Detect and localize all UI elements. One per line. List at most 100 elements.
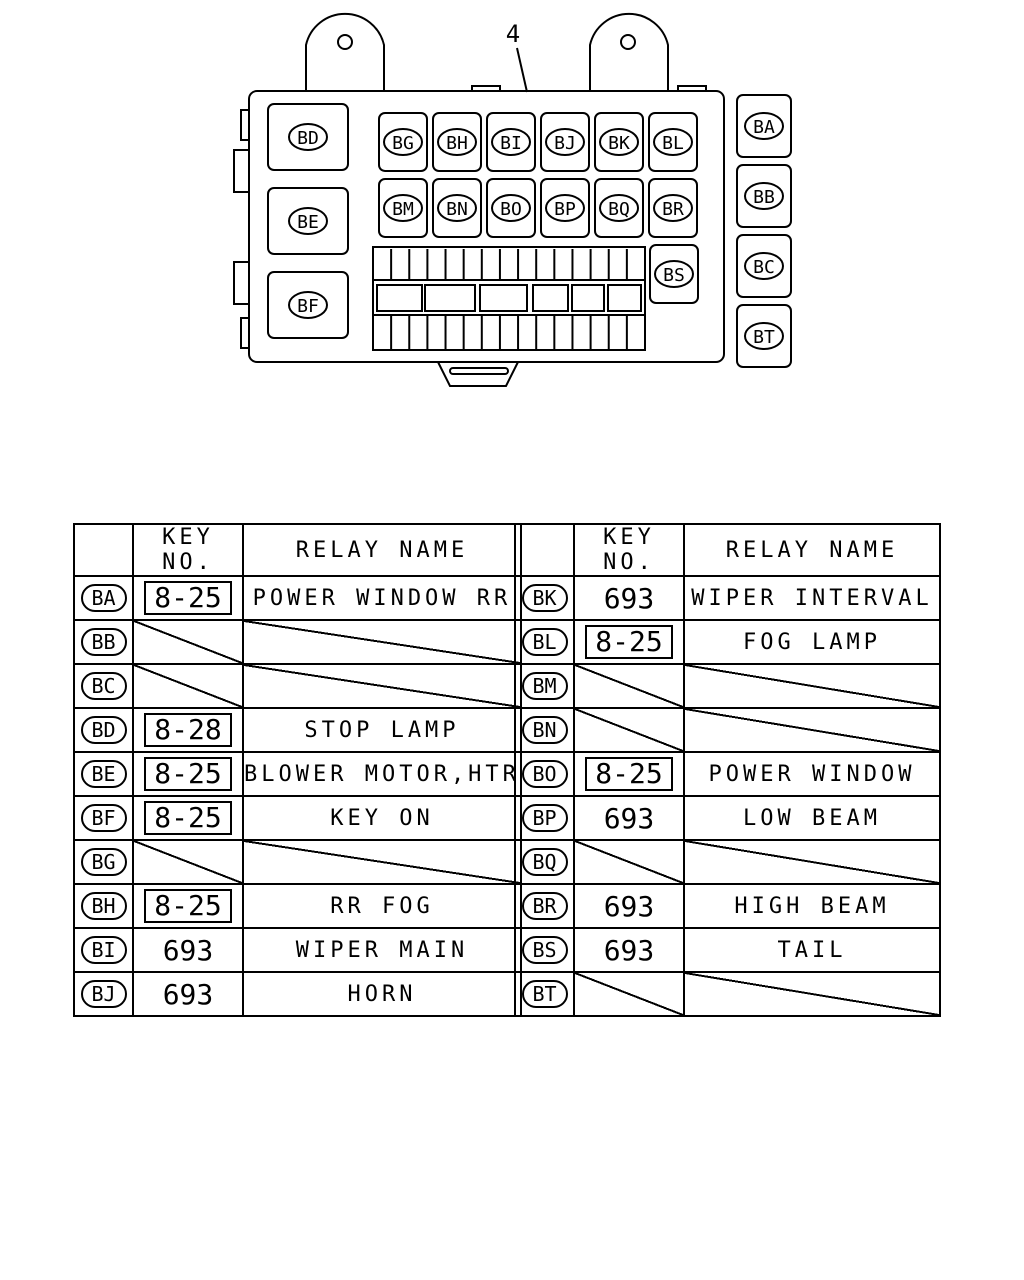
relay-bo: BO [486, 178, 536, 238]
key-no-cell: 8-25 [132, 883, 244, 929]
relay-id-cell: BH [73, 883, 134, 929]
relay-name-cell: KEY ON [242, 795, 522, 841]
relay-be: BE [267, 187, 349, 255]
relay-id-cell: BQ [514, 839, 575, 885]
table-row: BF 8-25 KEY ON [73, 795, 522, 841]
key-no-cell: 693 [573, 575, 685, 621]
relay-id-tag: BP [521, 804, 568, 832]
relay-name-cell: STOP LAMP [242, 707, 522, 753]
relay-id-tag: BT [521, 980, 568, 1008]
relay-label: BR [662, 199, 684, 220]
relay-bn: BN [432, 178, 482, 238]
relay-name-cell: FOG LAMP [683, 619, 941, 665]
key-no-cell: 693 [132, 927, 244, 973]
relay-id-cell: BJ [73, 971, 134, 1017]
relay-id-tag: BO [521, 760, 568, 788]
relay-name-cell: WIPER INTERVAL [683, 575, 941, 621]
relay-name-value: POWER WINDOW RR [252, 585, 512, 611]
relay-id-tag: BM [521, 672, 568, 700]
relay-name-value: KEY ON [330, 805, 434, 831]
relay-id-tag: BD [80, 716, 127, 744]
relay-ba: BA [736, 94, 792, 158]
relay-bi: BI [486, 112, 536, 172]
key-no-value: 693 [603, 889, 655, 923]
relay-id-cell: BO [514, 751, 575, 797]
key-no-cell [132, 619, 244, 665]
header-key-no: KEY NO. [132, 523, 244, 577]
relay-label: BQ [608, 199, 630, 220]
key-no-cell [573, 839, 685, 885]
relay-label: BJ [554, 133, 576, 154]
table-row: BG [73, 839, 522, 885]
relay-name-value: RR FOG [330, 893, 434, 919]
relay-name-cell [242, 619, 522, 665]
relay-name-cell: POWER WINDOW [683, 751, 941, 797]
key-no-cell [573, 663, 685, 709]
key-no-value: 8-25 [144, 801, 232, 835]
key-no-value: 8-28 [144, 713, 232, 747]
relay-name-cell: LOW BEAM [683, 795, 941, 841]
relay-id-cell: BP [514, 795, 575, 841]
relay-id-cell: BL [514, 619, 575, 665]
relay-name-value: BLOWER MOTOR,HTR [244, 761, 520, 787]
table-row: BC [73, 663, 522, 709]
key-no-cell: 693 [132, 971, 244, 1017]
relay-id-cell: BA [73, 575, 134, 621]
table-row: BO 8-25 POWER WINDOW [514, 751, 941, 797]
key-no-cell: 8-25 [573, 751, 685, 797]
table-row: BQ [514, 839, 941, 885]
relay-id-cell: BF [73, 795, 134, 841]
relay-id-tag: BF [80, 804, 127, 832]
relay-label: BT [753, 327, 775, 348]
relay-bd: BD [267, 103, 349, 171]
key-no-cell [573, 971, 685, 1017]
relay-id-cell: BN [514, 707, 575, 753]
header-key-no: KEY NO. [573, 523, 685, 577]
key-no-value: 8-25 [144, 581, 232, 615]
relay-label: BE [297, 212, 319, 233]
relay-label: BP [554, 199, 576, 220]
key-no-value: 693 [162, 933, 214, 967]
table-row: BM [514, 663, 941, 709]
relay-name-cell [683, 663, 941, 709]
relay-label: BO [500, 199, 522, 220]
relay-label: BF [297, 296, 319, 317]
relay-id-tag: BC [80, 672, 127, 700]
relay-name-cell: POWER WINDOW RR [242, 575, 522, 621]
key-no-value: 8-25 [144, 889, 232, 923]
key-no-cell: 693 [573, 795, 685, 841]
table-row: BT [514, 971, 941, 1017]
table-row: BB [73, 619, 522, 665]
relay-bp: BP [540, 178, 590, 238]
relay-id-tag: BJ [80, 980, 127, 1008]
relay-id-tag: BN [521, 716, 568, 744]
relay-bt: BT [736, 304, 792, 368]
key-no-cell: 693 [573, 883, 685, 929]
key-no-cell: 8-28 [132, 707, 244, 753]
header-relay-name: RELAY NAME [242, 523, 522, 577]
key-no-cell: 693 [573, 927, 685, 973]
relay-bq: BQ [594, 178, 644, 238]
relay-name-value: LOW BEAM [743, 805, 881, 831]
relay-id-cell: BC [73, 663, 134, 709]
key-no-cell [132, 839, 244, 885]
relay-name-value: TAIL [777, 937, 847, 963]
relay-id-tag: BI [80, 936, 127, 964]
relay-bj: BJ [540, 112, 590, 172]
relay-name-cell [242, 663, 522, 709]
key-no-value: 693 [603, 801, 655, 835]
key-no-cell [573, 707, 685, 753]
key-no-value: 8-25 [585, 625, 673, 659]
table-row: BL 8-25 FOG LAMP [514, 619, 941, 665]
relay-name-value: HORN [347, 981, 417, 1007]
key-no-value: 693 [603, 581, 655, 615]
relay-label: BH [446, 133, 468, 154]
key-no-value: 8-25 [585, 757, 673, 791]
key-no-cell: 8-25 [573, 619, 685, 665]
relay-name-value: STOP LAMP [304, 717, 460, 743]
header-relay-name: RELAY NAME [683, 523, 941, 577]
relay-bb: BB [736, 164, 792, 228]
relay-id-tag: BB [80, 628, 127, 656]
